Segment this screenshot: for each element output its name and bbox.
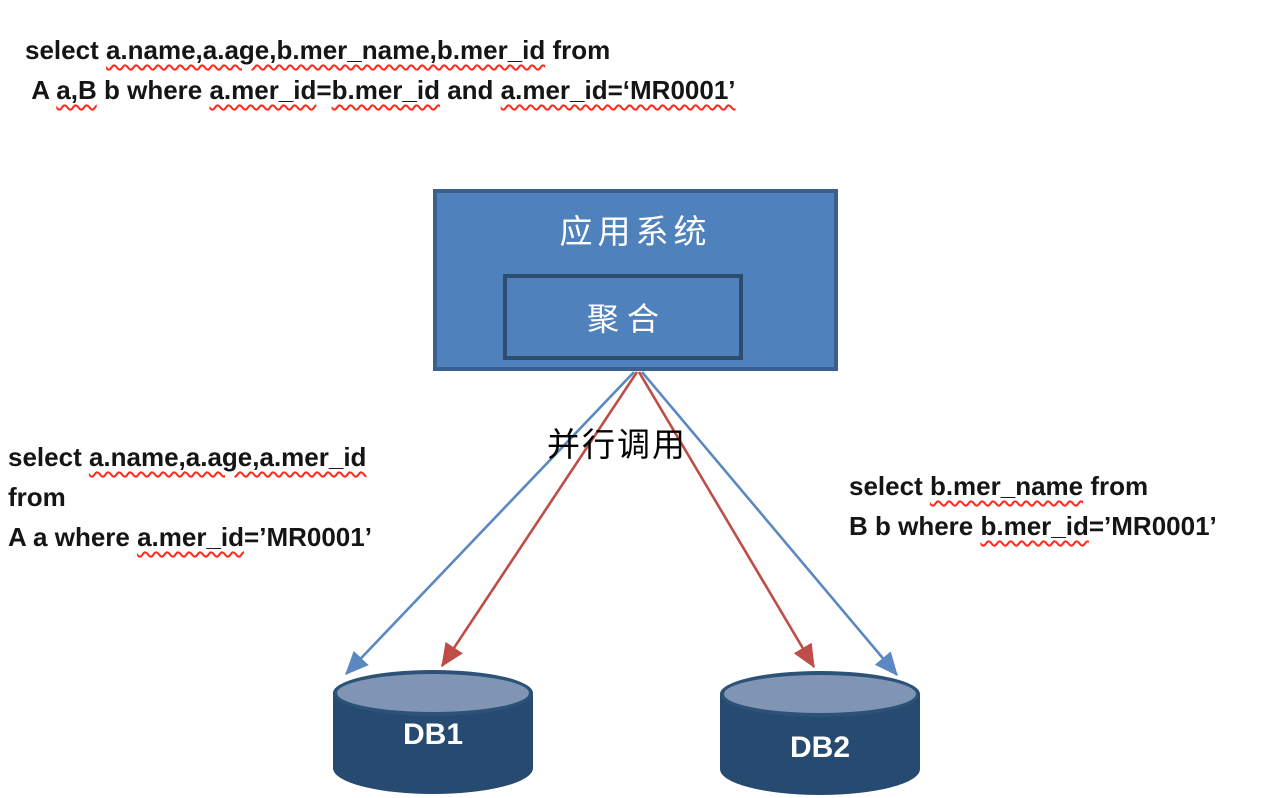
sql-token-misspelled: a.mer_id (209, 75, 317, 105)
sql-token: and (439, 75, 501, 105)
db1-label: DB1 (402, 718, 463, 751)
db1-top-ellipse (333, 670, 533, 716)
application-system-box: 应用系统 聚合 (433, 189, 838, 371)
sql-token: from (8, 482, 66, 512)
sql-token-misspelled: a.mer_id (137, 522, 245, 552)
arrow-red-to-db1 (440, 371, 639, 668)
sql-token-misspelled: b.mer_name (929, 471, 1084, 501)
sql-token: =’MR0001’ (244, 522, 372, 552)
sql-token: select (25, 35, 106, 65)
sql-token: =’MR0001’ (1088, 511, 1217, 541)
sql-subquery-db2: select b.mer_name from B b where b.mer_id… (849, 466, 1217, 546)
db2-top-ellipse (720, 671, 920, 717)
sql-token-misspelled: a,B (56, 75, 97, 105)
sql-token-misspelled: b.mer_id (980, 511, 1089, 541)
db2-label: DB2 (789, 731, 850, 764)
sql-token: select (8, 442, 89, 472)
sql-token: b where (96, 75, 210, 105)
arrow-red-to-db2 (637, 371, 816, 669)
database-cylinder-db1: DB1 (333, 670, 533, 796)
database-cylinder-db2: DB2 (720, 671, 920, 797)
sql-token-misspelled: b.mer_id (331, 75, 440, 105)
aggregation-box: 聚合 (503, 274, 743, 360)
aggregation-label: 聚合 (586, 300, 667, 338)
sql-token: A a where (8, 522, 138, 552)
sql-token-misspelled: a.name,a.age,b.mer_name,b.mer_id (105, 35, 546, 65)
sql-token: select (849, 471, 930, 501)
sql-token-misspelled: a.mer_id=‘MR0001’ (500, 75, 736, 105)
parallel-invocation-label: 并行调用 (547, 425, 687, 464)
application-system-title: 应用系统 (559, 212, 712, 251)
sql-token: = (316, 75, 332, 105)
sql-combined-query: select a.name,a.age,b.mer_name,b.mer_id … (25, 30, 736, 110)
sql-token: B b where (849, 511, 981, 541)
sql-token: from (545, 35, 611, 65)
sql-token: A (25, 75, 57, 105)
sql-token-misspelled: a.name,a.age,a.mer_id (88, 442, 367, 472)
sql-token: from (1083, 471, 1149, 501)
